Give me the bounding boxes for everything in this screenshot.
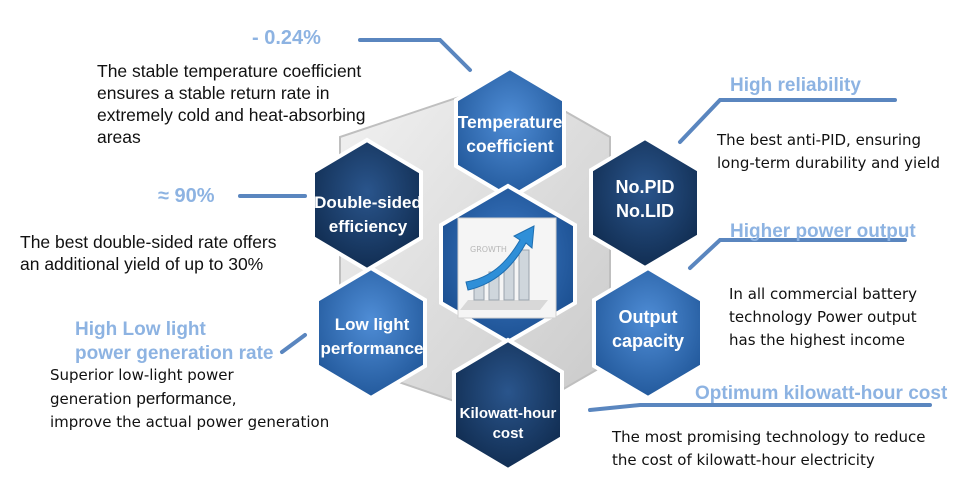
temperature-desc-line-3: extremely cold and heat-absorbing — [97, 105, 366, 125]
hex-label-kwh-line2: cost — [492, 425, 524, 442]
hex-label-low-light: Low light performance — [310, 313, 434, 361]
connector-kwh — [588, 403, 932, 412]
double-sided-desc-line-1: The best double-sided rate offers — [20, 232, 277, 252]
low-light-description: Superior low-light power generation perf… — [50, 364, 370, 434]
hex-power-output — [592, 265, 704, 401]
reliability-desc-line-1: The best anti-PID, ensuring — [717, 131, 922, 149]
temperature-description: The stable temperature coefficient ensur… — [97, 60, 407, 148]
reliability-description: The best anti-PID, ensuring long-term du… — [717, 129, 967, 175]
connector-reliability — [678, 98, 897, 144]
reliability-desc-line-2: long-term durability and yield — [717, 154, 941, 172]
hex-label-kwh: Kilowatt-hour cost — [450, 404, 566, 444]
low-light-desc-line-2a: generation — [50, 390, 137, 408]
power-output-description: In all commercial battery technology Pow… — [729, 283, 964, 352]
growth-chart-icon: GROWTH — [457, 217, 557, 319]
hex-low-light — [315, 265, 427, 401]
connector-temperature — [358, 38, 472, 72]
hex-label-temperature-line1: Temperature — [457, 112, 563, 132]
reliability-heading: High reliability — [730, 75, 861, 96]
hex-label-temperature-line2: coefficient — [466, 136, 554, 156]
hex-label-low-light-line2: performance — [320, 339, 424, 358]
hex-label-power-output-line1: Output — [618, 307, 678, 327]
low-light-heading-line1: High Low light — [75, 319, 206, 340]
low-light-desc-line-2: generation performance, — [50, 387, 370, 411]
hex-label-reliability-line1: No.PID — [615, 177, 675, 197]
growth-watermark: GROWTH — [470, 245, 507, 254]
hex-label-double-sided: Double-sided efficiency — [306, 191, 430, 239]
hex-label-low-light-line1: Low light — [334, 315, 410, 334]
double-sided-description: The best double-sided rate offers an add… — [20, 231, 320, 275]
double-sided-value: ≈ 90% — [158, 185, 215, 207]
temperature-desc-line-2: ensures a stable return rate in — [97, 83, 330, 103]
low-light-desc-performance: performance — [136, 389, 232, 408]
power-output-desc-line-2: technology Power output — [729, 308, 917, 326]
low-light-heading: High Low light power generation rate — [75, 318, 274, 366]
temperature-value: - 0.24% — [252, 27, 321, 49]
power-output-desc-line-1: In all commercial battery — [729, 285, 917, 303]
hex-label-power-output: Output capacity — [598, 305, 698, 353]
hex-label-reliability-line2: No.LID — [616, 201, 674, 221]
power-output-desc-line-3: has the highest income — [729, 331, 906, 349]
hex-label-kwh-line1: Kilowatt-hour — [459, 405, 557, 422]
kwh-desc-line-2: the cost of kilowatt-hour electricity — [612, 451, 875, 469]
connector-lines — [238, 38, 932, 412]
power-output-heading: Higher power output — [730, 221, 916, 242]
low-light-desc-line-2c: , — [231, 390, 237, 408]
kwh-heading: Optimum kilowatt-hour cost — [695, 383, 948, 404]
kwh-desc-line-1: The most promising technology to reduce — [612, 428, 926, 446]
double-sided-desc-line-2: an additional yield of up to 30% — [20, 254, 264, 274]
low-light-heading-line2: power generation rate — [75, 343, 274, 364]
kwh-description: The most promising technology to reduce … — [612, 426, 952, 472]
low-light-desc-line-1: Superior low-light power — [50, 366, 234, 384]
hex-label-reliability: No.PID No.LID — [595, 175, 695, 223]
temperature-desc-line-4: areas — [97, 127, 141, 147]
temperature-desc-line-1: The stable temperature coefficient — [97, 61, 362, 81]
hex-label-power-output-line2: capacity — [611, 331, 685, 351]
connector-low-light — [280, 333, 307, 354]
connector-power-output — [688, 238, 907, 270]
hex-label-temperature: Temperature coefficient — [450, 110, 570, 158]
hex-label-double-sided-line1: Double-sided — [314, 193, 422, 212]
low-light-desc-line-3: improve the actual power generation — [50, 413, 330, 431]
hex-label-double-sided-line2: efficiency — [328, 217, 408, 236]
hex-kwh — [452, 337, 564, 473]
